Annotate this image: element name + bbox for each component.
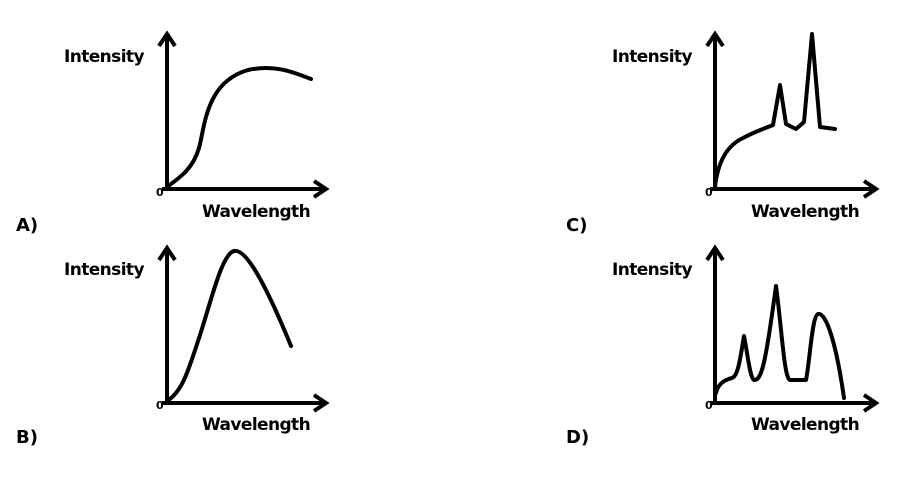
panel-c: C) Intensity Wavelength 0 xyxy=(566,30,880,236)
x-axis-a xyxy=(162,179,330,199)
y-axis-a xyxy=(157,30,177,189)
x-axis-d xyxy=(710,393,880,413)
origin-label-d: 0 xyxy=(705,399,713,412)
y-axis-d xyxy=(705,244,725,403)
origin-label-a: 0 xyxy=(156,186,164,199)
x-axis-c xyxy=(710,179,880,199)
y-axis-label-a: Intensity xyxy=(64,47,144,67)
y-axis-label-d: Intensity xyxy=(612,260,692,280)
x-axis-label-d: Wavelength xyxy=(751,415,859,435)
spectrum-curve-c xyxy=(713,32,837,189)
x-axis-label-a: Wavelength xyxy=(202,202,310,222)
spectrum-curve-a xyxy=(165,66,313,189)
y-axis-label-c: Intensity xyxy=(612,47,692,67)
panel-a: A) Intensity Wavelength 0 xyxy=(16,30,330,236)
spectrum-curve-b xyxy=(165,248,293,403)
y-axis-b xyxy=(157,244,177,403)
panel-letter-c: C) xyxy=(566,215,587,236)
y-axis-c xyxy=(705,30,725,189)
origin-label-b: 0 xyxy=(156,399,164,412)
panel-d: D) Intensity Wavelength 0 xyxy=(566,244,880,448)
x-axis-label-c: Wavelength xyxy=(751,202,859,222)
spectrum-curve-d xyxy=(714,284,846,400)
panel-b: B) Intensity Wavelength 0 xyxy=(16,244,330,448)
y-axis-label-b: Intensity xyxy=(64,260,144,280)
panel-letter-a: A) xyxy=(16,215,38,236)
x-axis-b xyxy=(162,393,330,413)
x-axis-label-b: Wavelength xyxy=(202,415,310,435)
panel-letter-b: B) xyxy=(16,427,38,448)
panel-letter-d: D) xyxy=(566,427,589,448)
origin-label-c: 0 xyxy=(705,186,713,199)
